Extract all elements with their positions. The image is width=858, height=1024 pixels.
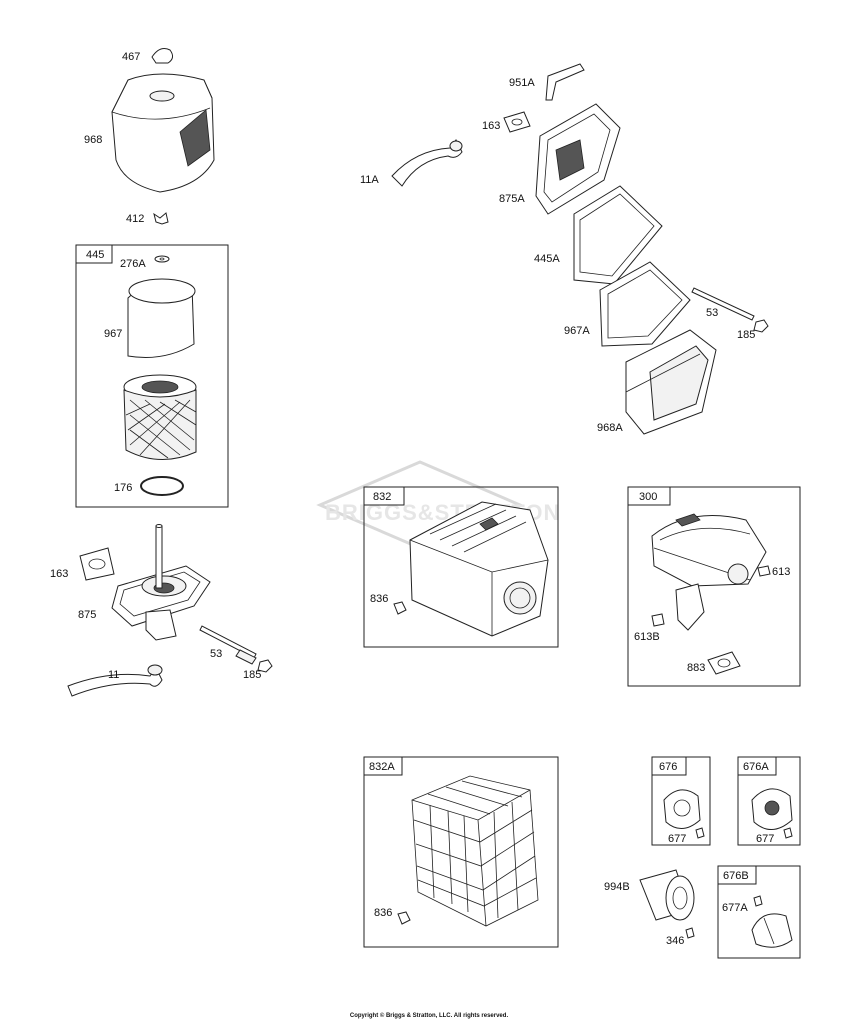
part-613B-plug [651,613,665,627]
part-53-stud-b [691,287,755,321]
part-163-gasket-b [503,111,531,133]
part-677-screw-b [783,827,793,839]
box-832-tab [363,486,405,506]
label-677A: 677A [722,902,748,914]
part-11-tube [67,664,163,697]
part-346-screw [685,927,695,939]
part-677-screw [695,827,705,839]
part-300-air-cleaner [651,513,767,631]
box-832A [363,756,559,948]
part-968A-cover [625,329,717,435]
box-445-label: 445 [86,249,104,261]
box-832-label: 832 [373,491,391,503]
label-875A: 875A [499,193,525,205]
part-832A-guard [411,775,539,927]
label-613: 613 [772,566,790,578]
box-300 [627,486,801,687]
part-613-plug [757,565,771,577]
box-832 [363,486,559,648]
label-613B: 613B [634,631,660,643]
label-967A: 967A [564,325,590,337]
box-676-label: 676 [659,761,677,773]
box-676B-label: 676B [723,870,749,882]
label-967: 967 [104,328,122,340]
label-467: 467 [122,51,140,63]
part-836-screw [393,601,407,615]
label-836: 836 [370,593,388,605]
part-832-shroud [409,501,549,637]
label-185: 185 [243,669,261,681]
box-300-label: 300 [639,491,657,503]
label-836b: 836 [374,907,392,919]
part-11A-tube [391,139,463,187]
part-185-nut-b [753,319,769,333]
label-968: 968 [84,134,102,146]
label-445A: 445A [534,253,560,265]
label-677: 677 [668,833,686,845]
part-883-gasket [707,651,741,675]
part-445A-filter [573,185,663,285]
label-53: 53 [210,648,222,660]
part-276A-washer [154,255,170,263]
part-676-shield [663,789,701,829]
part-875A-base [535,103,621,215]
label-11A: 11A [360,174,379,186]
copyright-notice: Copyright © Briggs & Stratton, LLC. All … [349,1013,509,1019]
label-677b: 677 [756,833,774,845]
part-air-filter-element [123,374,197,461]
label-185b: 185 [737,329,755,341]
part-163-gasket [79,547,115,581]
part-994B-tube [639,869,695,921]
label-968A: 968A [597,422,623,434]
part-836-screw-b [397,911,411,925]
part-412-wing-nut [153,212,169,225]
box-445-tab [75,244,113,264]
part-677A-screw [753,895,763,907]
box-676A-label: 676A [743,761,769,773]
box-676B [717,865,801,959]
box-300-tab [627,486,671,506]
part-676A-shield [751,788,793,830]
label-951A: 951A [509,77,535,89]
part-185-nut [257,659,273,673]
part-967-pre-cleaner [127,278,196,358]
part-875-base [111,524,211,641]
label-11: 11 [108,669,119,681]
box-676-tab [651,756,687,776]
box-676A-tab [737,756,777,776]
part-467-knob [151,48,174,64]
label-875: 875 [78,609,96,621]
label-276A: 276A [120,258,146,270]
label-163b: 163 [482,120,500,132]
label-53b: 53 [706,307,718,319]
box-832A-tab [363,756,403,776]
part-951A-lever [545,63,585,101]
label-994B: 994B [604,881,630,893]
box-832A-label: 832A [369,761,395,773]
label-176: 176 [114,482,132,494]
part-53-stud [199,625,257,665]
label-346: 346 [666,935,684,947]
label-163: 163 [50,568,68,580]
label-412: 412 [126,213,144,225]
part-968-cover [111,73,215,193]
label-883: 883 [687,662,705,674]
part-967A-pre-cleaner [599,261,691,347]
part-676B-shield [751,913,793,948]
box-445 [75,244,229,508]
part-176-o-ring [140,476,184,496]
box-676B-tab [717,865,757,885]
